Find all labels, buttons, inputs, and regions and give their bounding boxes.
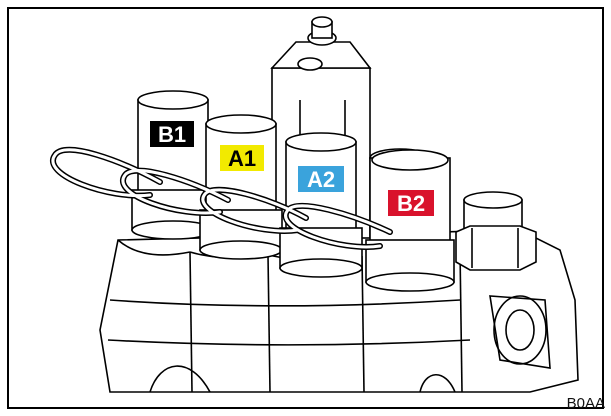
figure-caption: B0AA [566, 395, 605, 412]
label-b1: B1 [150, 121, 194, 147]
label-a2: A2 [298, 166, 344, 192]
cylinder-a1 [199, 114, 283, 260]
label-a1: A1 [220, 145, 264, 171]
label-a2-text: A2 [307, 167, 335, 192]
label-b2-text: B2 [397, 191, 425, 216]
label-b1-text: B1 [158, 122, 186, 147]
label-a1-text: A1 [228, 146, 256, 171]
label-b2: B2 [388, 190, 434, 216]
cylinder-b2 [365, 148, 455, 292]
figure-border [7, 7, 604, 409]
drawing-clip [50, 16, 579, 393]
wire-loops-inner [51, 148, 392, 249]
valve-body [99, 229, 579, 393]
hex-fitting [455, 191, 537, 271]
